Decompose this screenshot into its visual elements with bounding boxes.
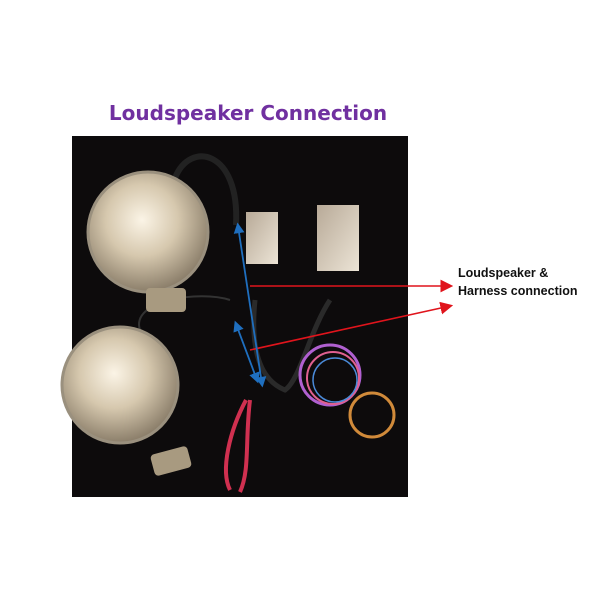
loudspeaker-lower	[60, 325, 192, 476]
annotation-line-1: Loudspeaker &	[458, 266, 549, 280]
slide-title: Loudspeaker Connection	[108, 101, 388, 125]
exciter-pad-left	[246, 212, 278, 264]
loudspeaker-upper	[86, 170, 210, 312]
annotation-line-2: Harness connection	[458, 284, 578, 298]
exciter-pad-right	[317, 205, 359, 271]
red-arrow-lower	[249, 301, 454, 351]
blue-arrow-short	[233, 320, 260, 384]
